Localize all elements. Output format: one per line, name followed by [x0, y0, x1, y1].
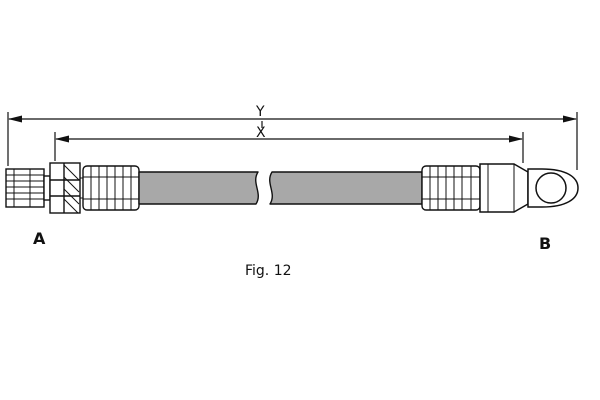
dimension-line-x [54, 132, 524, 163]
arrowhead-left-icon [8, 115, 22, 123]
arrowhead-left-icon [55, 135, 69, 143]
nut-hatching [63, 164, 80, 214]
arrowhead-right-icon [509, 135, 523, 143]
dimension-y-label: Y [256, 104, 265, 120]
figure-caption: Fig. 12 [245, 263, 292, 279]
end-b-label: B [539, 234, 552, 253]
bracket-tab [479, 163, 529, 213]
hose-right-segment [269, 171, 423, 205]
crimp-collar-left [82, 165, 140, 211]
fitting-neck [43, 175, 51, 201]
crimp-collar-right [421, 165, 481, 211]
bracket-eyelet [479, 163, 579, 213]
threaded-fitting [5, 168, 51, 208]
dimension-line-y [7, 112, 578, 170]
hose-left-segment [138, 171, 259, 205]
dimension-x-label: X [256, 125, 266, 141]
hex-nut [49, 162, 84, 214]
end-a-label: A [33, 229, 46, 248]
mounting-hole [535, 172, 567, 204]
arrowhead-right-icon [563, 115, 577, 123]
